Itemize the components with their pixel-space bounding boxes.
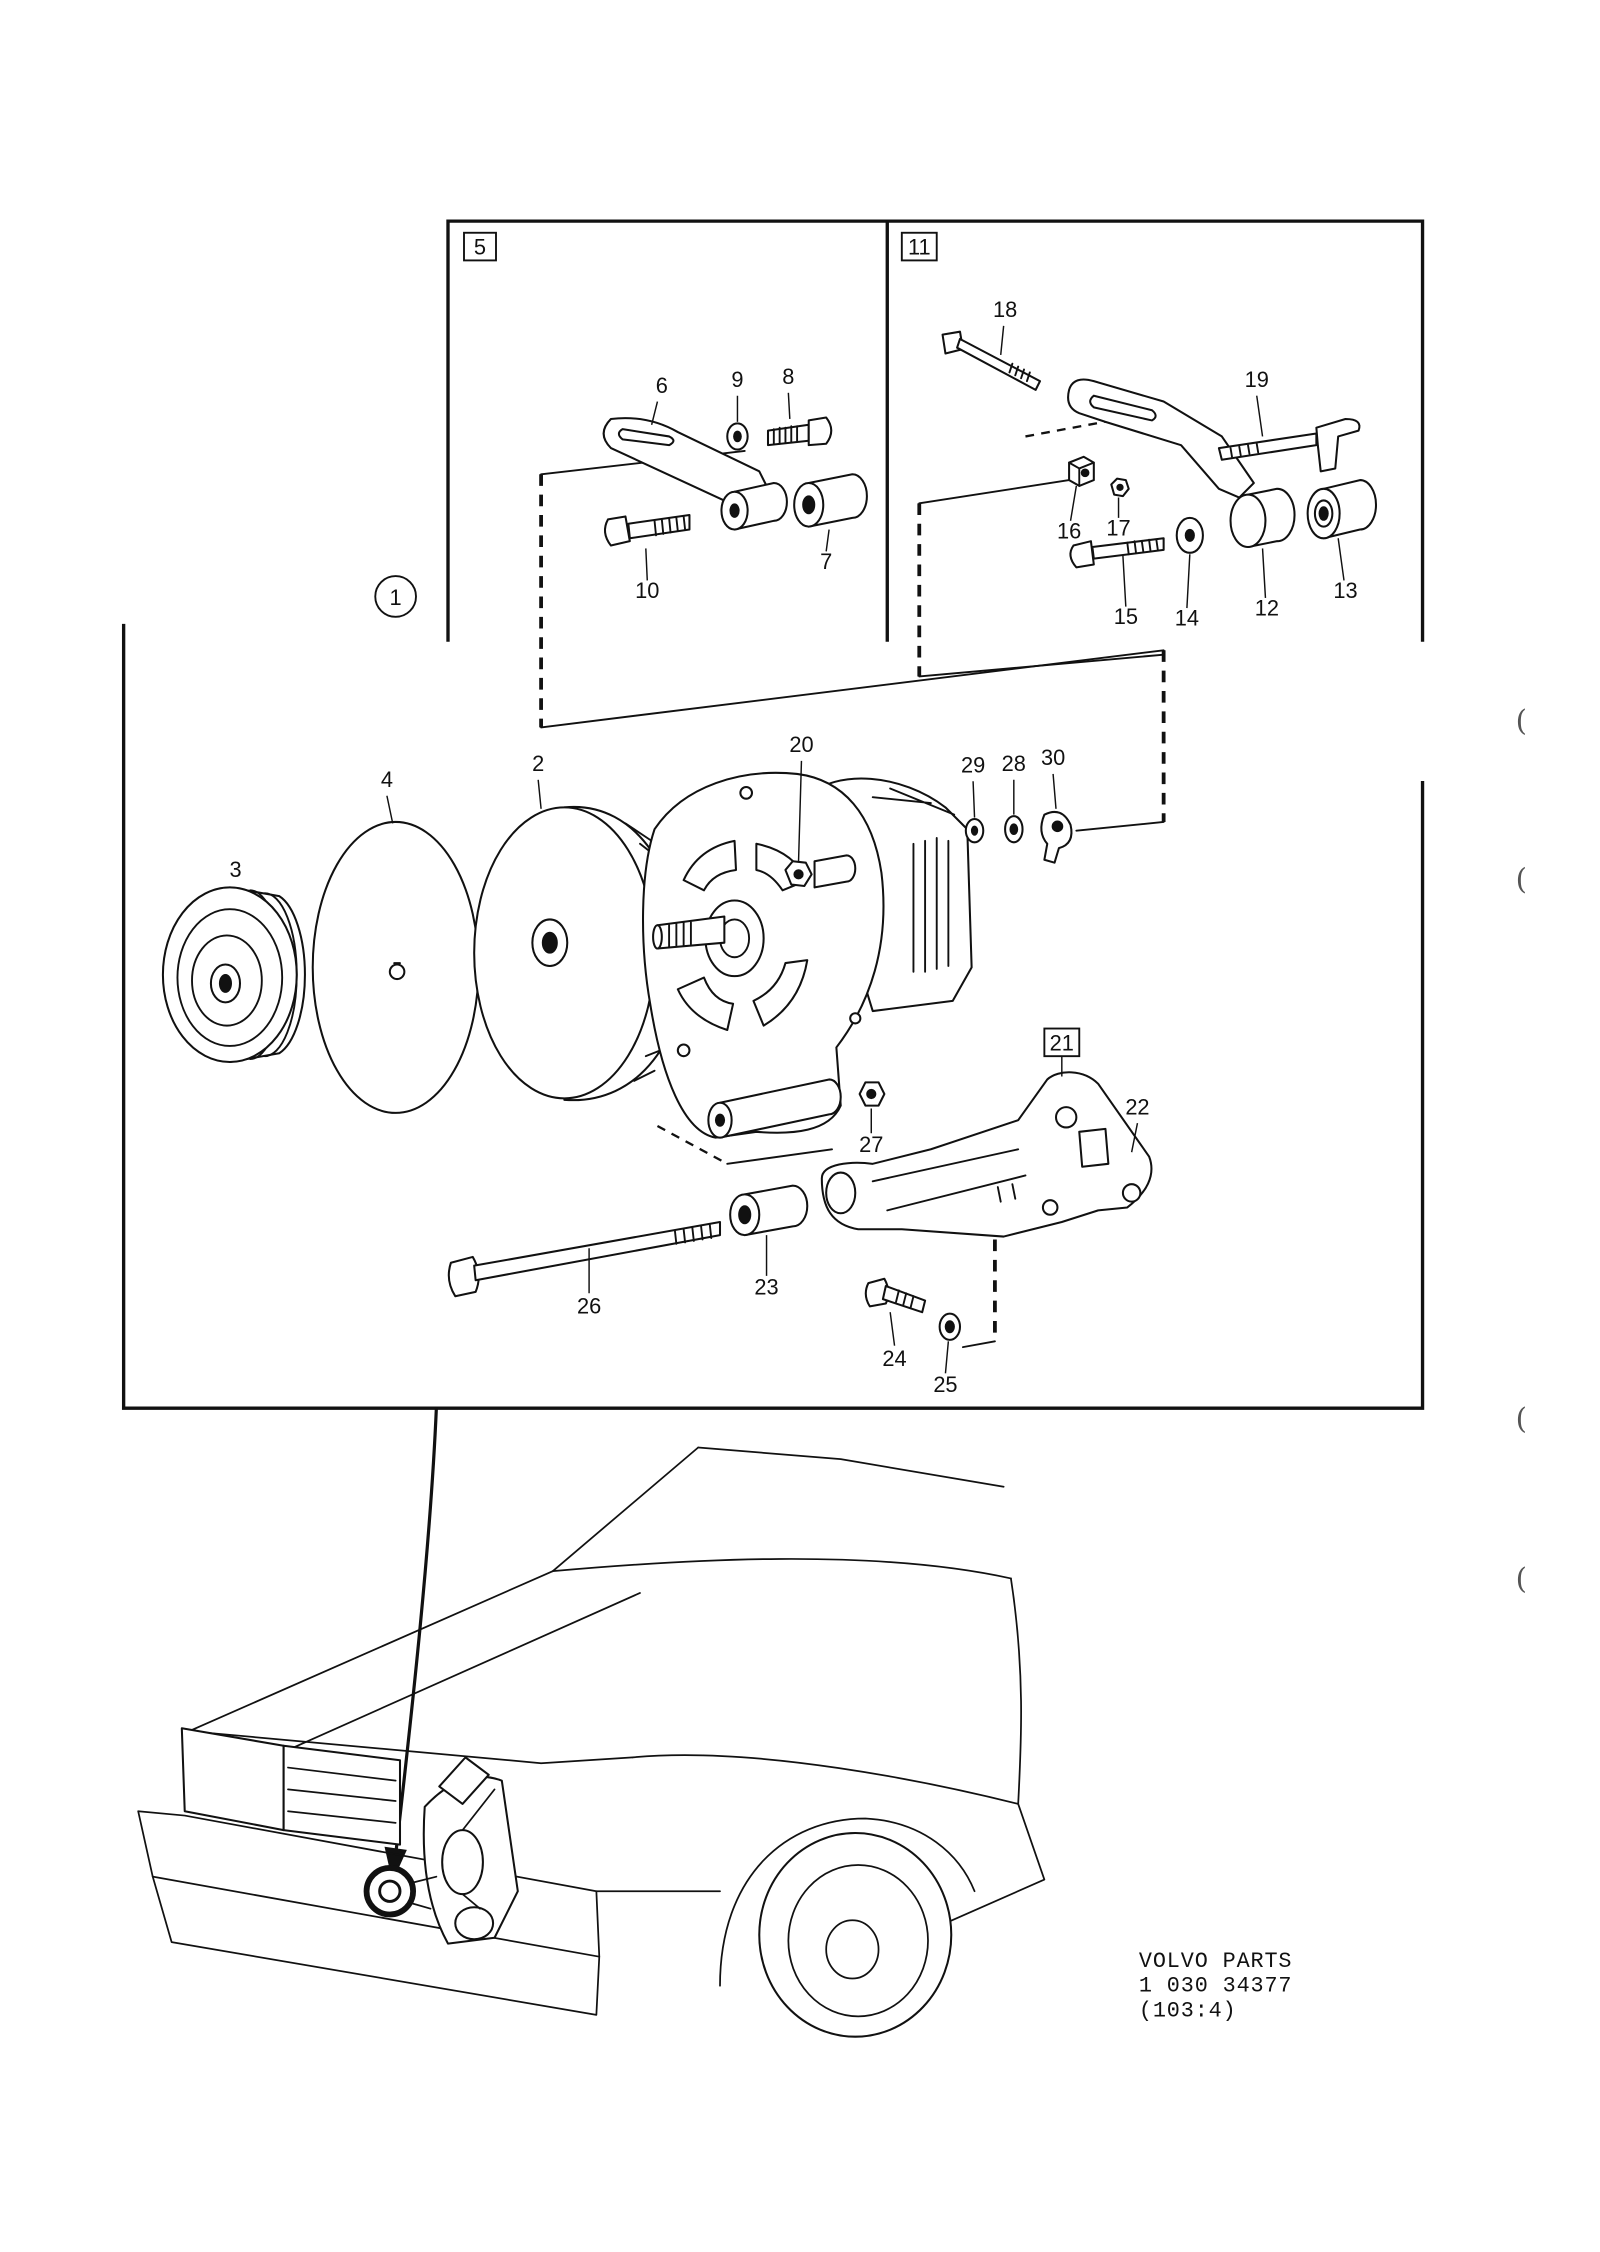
part-12-bushing	[1229, 487, 1296, 549]
catalog-footer: VOLVO PARTS 1 030 34377 (103:4)	[1139, 1949, 1292, 2023]
part-number-30: 30	[1041, 745, 1065, 770]
part-number-3: 3	[230, 857, 242, 882]
part-27-nut	[858, 1081, 886, 1107]
part-number-20: 20	[789, 732, 813, 757]
part-28-washer	[1004, 815, 1024, 844]
part-4-spacer-disc	[311, 820, 480, 1114]
part-number-16: 16	[1057, 518, 1081, 543]
part-26-through-bolt	[447, 1220, 722, 1298]
part-10-bolt	[603, 513, 691, 547]
part-number-18: 18	[993, 297, 1017, 322]
alternator-body	[642, 771, 973, 1139]
part-29-washer	[964, 818, 985, 844]
part-number-9: 9	[731, 367, 743, 392]
group-label-21: 21	[1043, 1027, 1081, 1058]
part-20-nut	[784, 854, 857, 889]
car-engine-cutaway	[363, 1756, 519, 1945]
footer-catalog-number: 1 030 34377	[1139, 1974, 1292, 1999]
group-label-1: 1	[374, 575, 417, 618]
part-30-cable-clamp	[1040, 810, 1073, 864]
part-15-bolt	[1069, 537, 1165, 569]
part-8-bolt	[766, 416, 833, 447]
part-number-12: 12	[1255, 595, 1279, 620]
part-17-nut	[1110, 477, 1130, 498]
part-14-washer	[1175, 516, 1204, 554]
footer-section-code: (103:4)	[1139, 1998, 1237, 2023]
margin-mark: (	[1516, 1562, 1527, 1596]
part-3-pulley	[161, 886, 306, 1064]
part-number-17: 17	[1106, 515, 1130, 540]
footer-brand-line: VOLVO PARTS	[1139, 1949, 1292, 1974]
part-number-4: 4	[381, 767, 393, 792]
alternator-lower-lug	[707, 1078, 842, 1139]
group-label-21-text: 21	[1050, 1030, 1074, 1055]
part-number-28: 28	[1002, 751, 1026, 776]
part-number-13: 13	[1333, 578, 1357, 603]
part-6-adjusting-bracket	[602, 417, 788, 531]
tensioner-bracket	[1067, 378, 1255, 499]
group-label-5: 5	[463, 231, 497, 262]
margin-mark: (	[1516, 1402, 1527, 1436]
part-23-spacer-sleeve	[729, 1184, 809, 1237]
part-number-7: 7	[820, 549, 832, 574]
part-number-8: 8	[782, 364, 794, 389]
part-number-2: 2	[532, 751, 544, 776]
part-number-27: 27	[859, 1132, 883, 1157]
part-number-15: 15	[1114, 604, 1138, 629]
leader-lines	[386, 325, 1345, 1374]
part-number-26: 26	[577, 1294, 601, 1319]
part-number-6: 6	[656, 373, 668, 398]
group-label-5-text: 5	[474, 235, 486, 260]
part-number-10: 10	[635, 578, 659, 603]
part-number-22: 22	[1125, 1094, 1149, 1119]
part-number-25: 25	[933, 1372, 957, 1397]
part-number-19: 19	[1245, 367, 1269, 392]
part-9-washer	[726, 422, 749, 451]
part-21-mounting-bracket	[820, 1071, 1153, 1238]
part-number-24: 24	[882, 1346, 906, 1371]
group-label-1-text: 1	[390, 585, 402, 610]
margin-marks: ( ( ( (	[1516, 703, 1527, 1595]
car-illustration	[137, 1446, 1046, 2038]
part-24-bolt	[864, 1277, 927, 1314]
part-19-adjusting-bolt	[1217, 417, 1361, 473]
part-18-long-bolt	[941, 330, 1042, 391]
part-number-29: 29	[961, 752, 985, 777]
part-number-labels: 6 9 8 10 7 18 19 16 17 15 14 12 13 20 29…	[230, 297, 1358, 1397]
part-16-square-nut	[1068, 455, 1095, 487]
group-label-11: 11	[900, 231, 938, 262]
margin-mark: (	[1516, 703, 1527, 737]
part-7-bushing	[793, 473, 868, 528]
margin-mark: (	[1516, 862, 1527, 896]
part-number-14: 14	[1175, 606, 1199, 631]
main-frame	[121, 219, 1425, 1410]
part-13-bushing	[1306, 479, 1377, 540]
part-number-23: 23	[754, 1275, 778, 1300]
group-label-11-text: 11	[908, 235, 931, 260]
part-25-washer	[938, 1312, 962, 1341]
alternator-shaft	[652, 915, 726, 950]
